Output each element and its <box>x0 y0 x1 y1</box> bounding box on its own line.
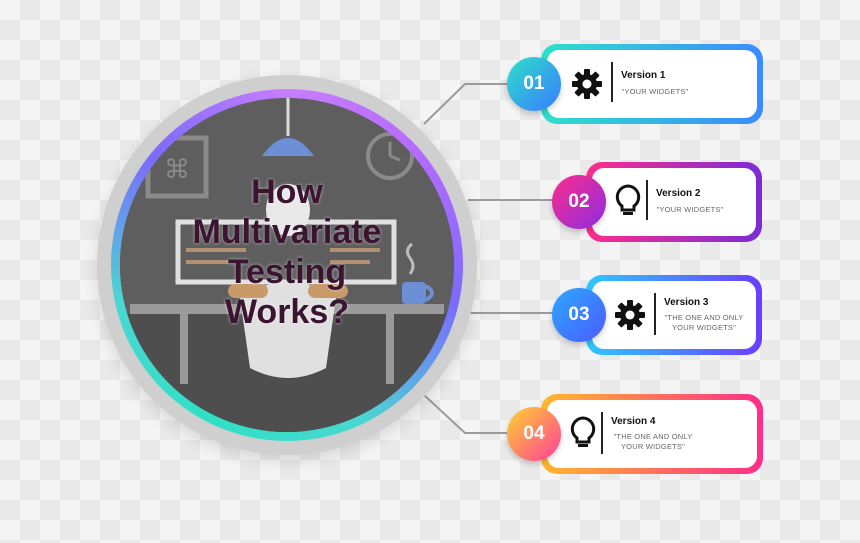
version-label: Version 1 <box>621 70 666 81</box>
person-head <box>266 184 310 236</box>
card-divider <box>611 62 613 102</box>
lightbulb-icon <box>615 184 641 215</box>
card-body <box>547 400 757 468</box>
version-number-badge: 02 <box>552 175 606 229</box>
version-label: Version 2 <box>656 188 701 199</box>
version-description: "YOUR WIDGETS" <box>656 205 724 214</box>
version-number-badge: 03 <box>552 288 606 342</box>
version-label: Version 3 <box>664 297 709 308</box>
lightbulb-icon <box>570 416 596 447</box>
version-description: "YOUR WIDGETS" <box>621 87 689 96</box>
version-label: Version 4 <box>611 416 656 427</box>
version-number-badge: 04 <box>507 407 561 461</box>
gear-icon <box>572 69 602 99</box>
office-illustration: ⌘ <box>120 98 454 432</box>
person-body <box>240 282 336 378</box>
title-line: Multivariate <box>192 213 382 251</box>
diagram-title: How Multivariate Testing Works? <box>120 172 454 332</box>
coffee-mug-icon <box>402 282 426 304</box>
title-line: How <box>251 173 323 211</box>
lamp-icon <box>262 138 314 156</box>
version-card-1: 01 Version 1 "YOUR WIDGETS" <box>505 42 765 126</box>
title-line: Works? <box>224 293 350 331</box>
card-divider <box>601 412 603 454</box>
wall-clock-icon <box>366 132 414 180</box>
version-number-badge: 01 <box>507 57 561 111</box>
card-divider <box>646 180 648 220</box>
gear-icon <box>615 300 645 330</box>
svg-text:⌘: ⌘ <box>164 155 190 185</box>
card-divider <box>654 293 656 335</box>
title-line: Testing <box>227 253 347 291</box>
version-card-2: 02 Version 2 "YOUR WIDGETS" <box>550 160 764 244</box>
